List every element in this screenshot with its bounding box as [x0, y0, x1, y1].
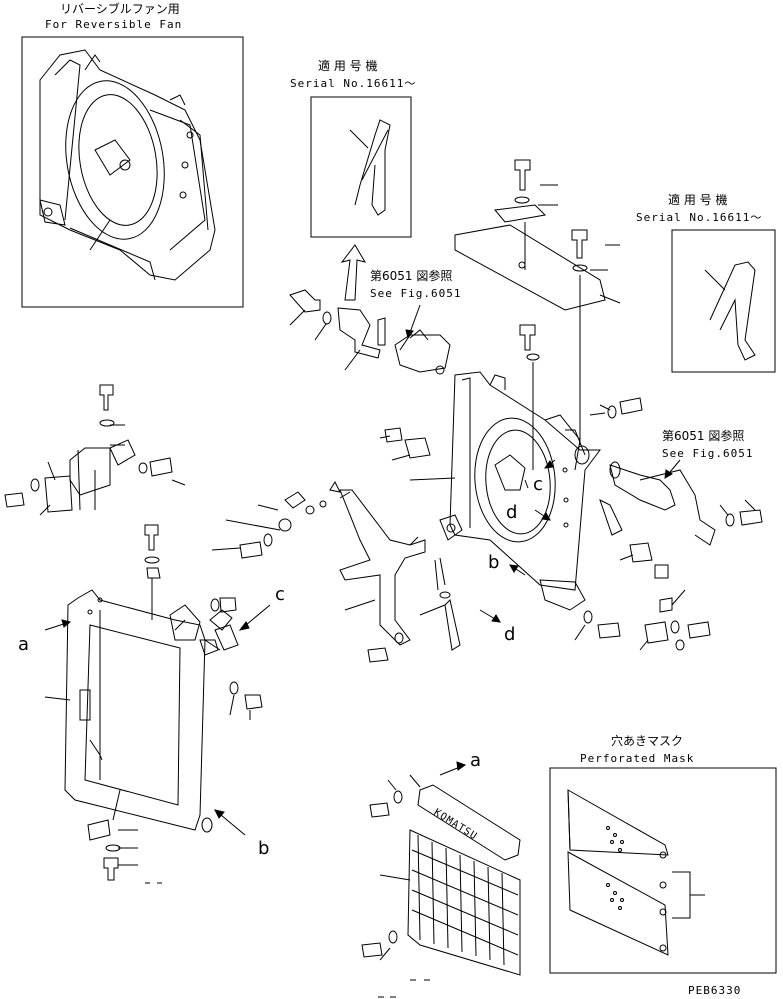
reversible-fan-en-label: For Reversible Fan [45, 18, 183, 31]
serial-inset-right [671, 229, 776, 373]
serial-right-en-label: Serial No.16611～ [636, 211, 763, 224]
top-bracket-assembly [454, 159, 621, 445]
letter-c-left: c [275, 584, 286, 605]
reversible-fan-jp-label: リバーシブルファン用 [60, 2, 180, 16]
left-bracket-group [4, 384, 186, 516]
main-fan-shroud [409, 371, 623, 611]
perforated-mask-inset [549, 767, 777, 974]
drawing-code: PEB6330 [688, 984, 742, 997]
ref-left-jp-label: 第6051 図参照 [370, 269, 453, 283]
serial-top-en-label: Serial No.16611～ [290, 77, 417, 90]
callout-arrows [44, 304, 681, 836]
letter-c-right: c [533, 474, 544, 495]
letter-b-right: b [488, 552, 501, 573]
ref-right-en-label: See Fig.6051 [662, 447, 754, 460]
reversible-fan-inset [21, 36, 244, 308]
center-stay [339, 489, 461, 663]
radiator-guard-frame [44, 524, 263, 833]
left-fastener-row [211, 480, 341, 559]
perforated-mask-jp-label: 穴あきマスク [611, 734, 684, 748]
ref-left-en-label: See Fig.6051 [370, 287, 462, 300]
serial-inset-top [310, 96, 412, 301]
bottom-left-fasteners [87, 789, 162, 884]
letter-a-right: a [470, 750, 483, 771]
perforated-mask-en-label: Perforated Mask [580, 752, 695, 765]
upper-bracket-assembly [289, 289, 540, 470]
spacers-left [379, 427, 431, 461]
ref-right-jp-label: 第6051 図参照 [662, 429, 745, 443]
letter-a-left: a [18, 634, 31, 655]
right-bracket-assembly [589, 397, 763, 546]
letter-b-left: b [258, 838, 271, 859]
letter-d-upper: d [506, 502, 519, 523]
front-grille-assembly [361, 774, 521, 998]
lower-right-parts [574, 542, 711, 651]
serial-top-jp-label: 適 用 号 機 [318, 59, 378, 73]
serial-right-jp-label: 適 用 号 機 [668, 193, 728, 207]
letter-d-lower: d [504, 624, 517, 645]
